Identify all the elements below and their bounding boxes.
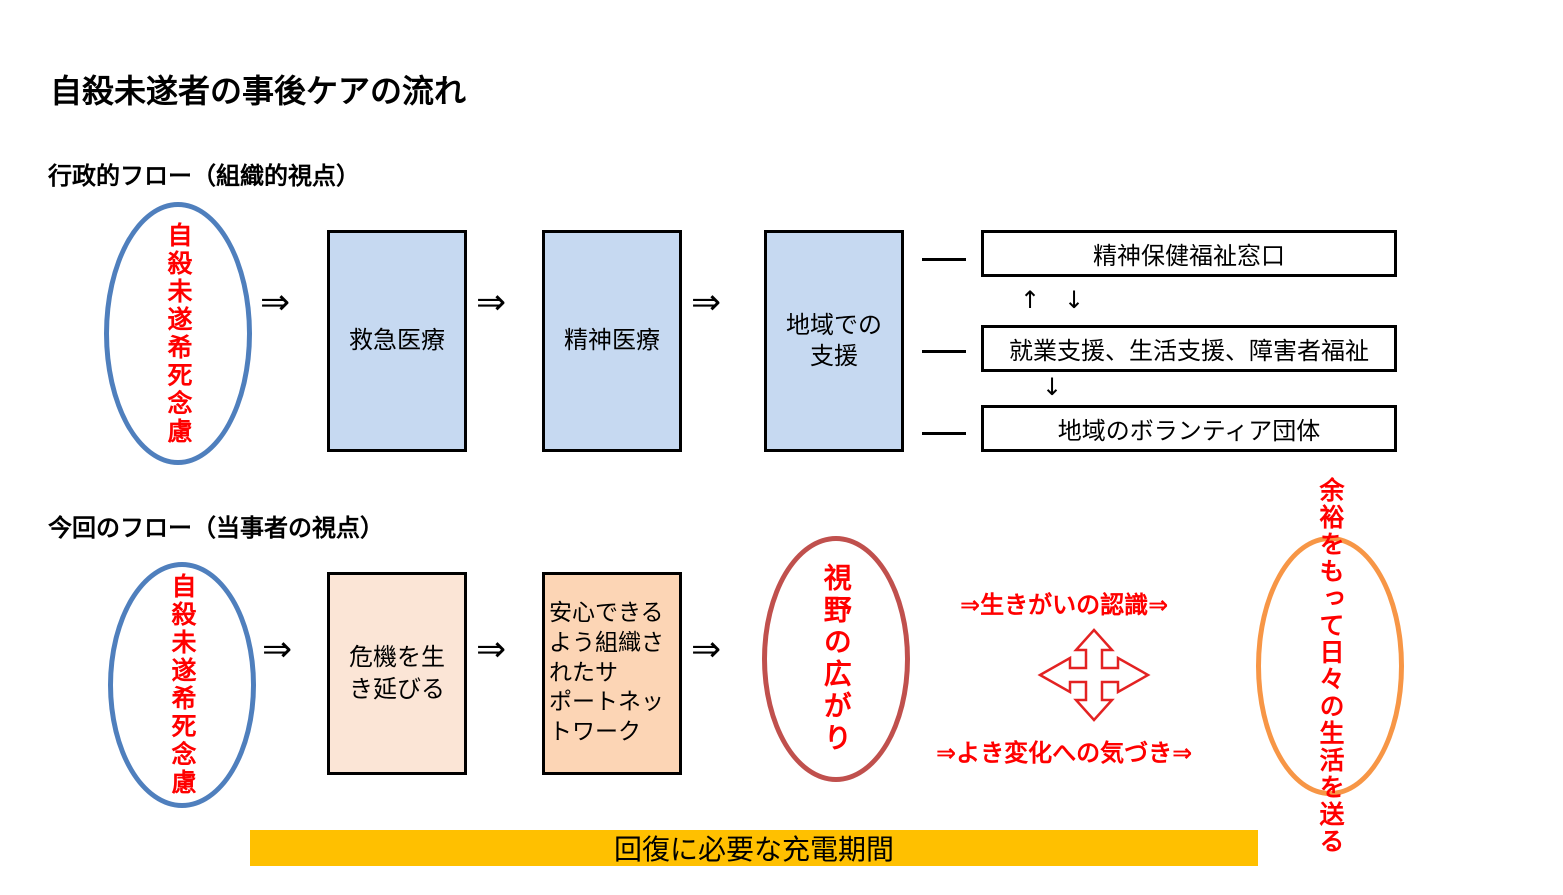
page-title: 自殺未遂者の事後ケアの流れ: [50, 72, 467, 110]
section2-step-support-network: 安心できる よう組織さ れたサ ポートネッ トワーク: [542, 572, 682, 775]
noticing-change-text: ⇒よき変化への気づき⇒: [936, 739, 1193, 767]
section2-arrow-2: ⇒: [476, 629, 507, 670]
section2-heading: 今回のフロー（当事者の視点）: [48, 514, 384, 542]
section1-arrow-1: ⇒: [260, 282, 291, 323]
down-arrow-icon: ↓: [1042, 373, 1063, 401]
resource-volunteer-groups: 地域のボランティア団体: [981, 405, 1397, 452]
section1-arrow-3: ⇒: [691, 282, 722, 323]
section1-start-oval-text: 自殺未遂希死念慮: [164, 221, 193, 446]
awareness-of-purpose-text: ⇒生きがいの認識⇒: [960, 591, 1169, 619]
final-oval-text: 余裕をもって日々の生活を送る: [1316, 477, 1345, 855]
down-arrow-icon: ↓: [1064, 286, 1085, 314]
section1-step-community: 地域での 支援: [764, 230, 904, 452]
recovery-period-band: 回復に必要な充電期間: [250, 830, 1258, 866]
section1-arrow-2: ⇒: [476, 282, 507, 323]
four-way-arrow-icon: [1037, 628, 1151, 722]
section1-step-psychiatric: 精神医療: [542, 230, 682, 452]
connector-line-3: [922, 432, 966, 435]
section2-arrow-1: ⇒: [262, 629, 293, 670]
section1-step-emergency: 救急医療: [327, 230, 467, 452]
section2-start-oval: 自殺未遂希死念慮: [108, 562, 256, 808]
up-arrow-icon: ↑: [1020, 286, 1041, 314]
vision-oval: 視野の広がり: [762, 536, 910, 782]
section1-heading: 行政的フロー（組織的視点）: [48, 162, 360, 190]
final-oval: 余裕をもって日々の生活を送る: [1256, 477, 1404, 855]
section1-start-oval: 自殺未遂希死念慮: [104, 202, 252, 465]
connector-line-2: [922, 350, 966, 353]
section2-step-survive: 危機を生 き延びる: [327, 572, 467, 775]
resource-employment-welfare: 就業支援、生活支援、障害者福祉: [981, 325, 1397, 372]
vision-oval-text: 視野の広がり: [819, 563, 853, 755]
section2-arrow-3: ⇒: [691, 629, 722, 670]
connector-line-1: [922, 258, 966, 261]
section2-start-oval-text: 自殺未遂希死念慮: [168, 573, 197, 797]
resource-mental-health-window: 精神保健福祉窓口: [981, 230, 1397, 277]
